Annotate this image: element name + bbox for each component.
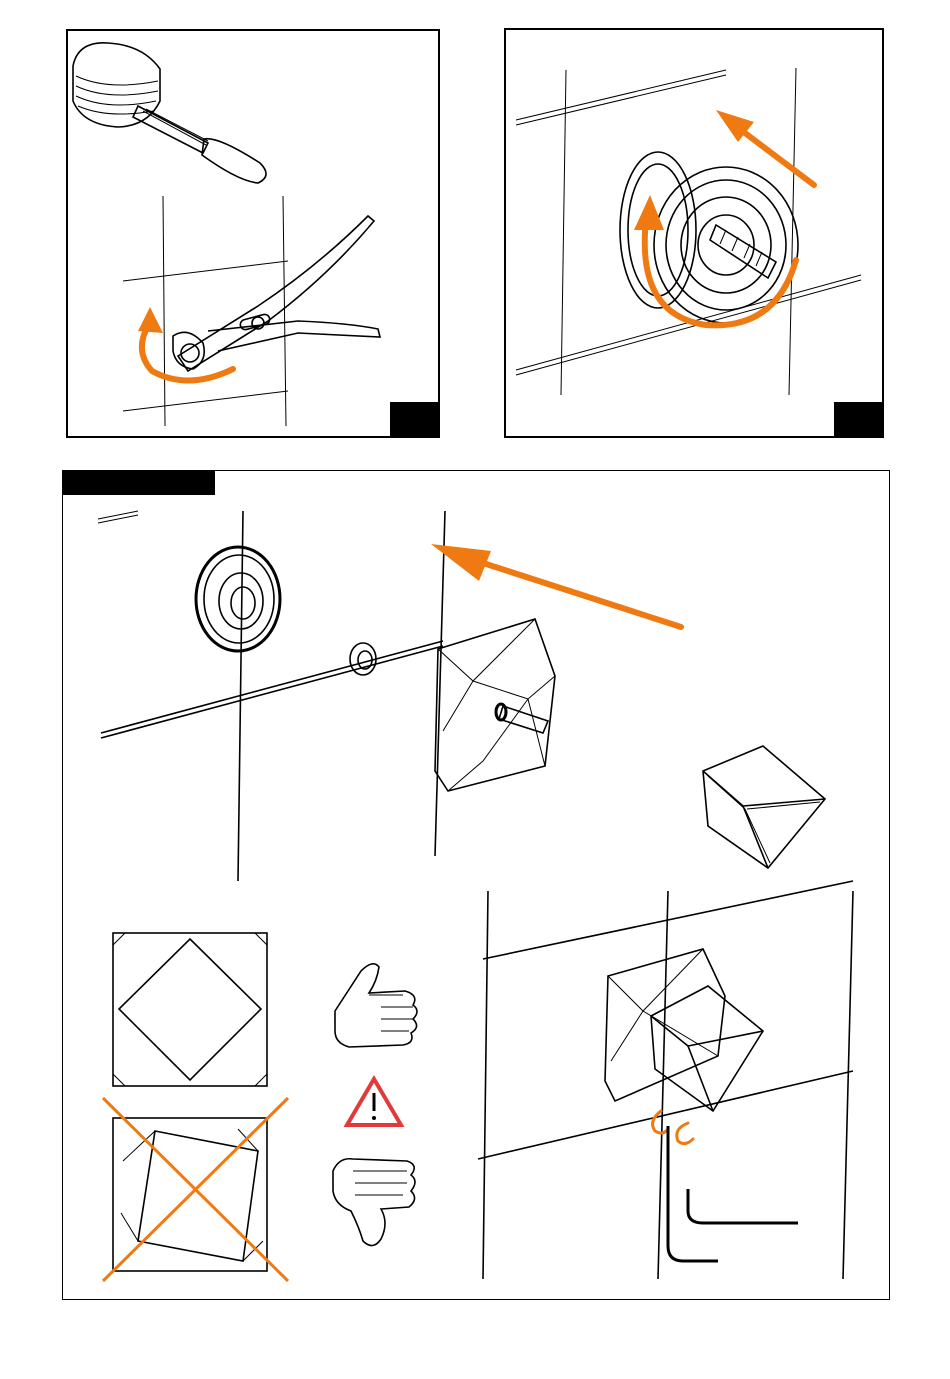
step-number-box <box>390 402 438 436</box>
pliers-illustration <box>68 31 442 440</box>
cover-plate-part <box>435 619 555 791</box>
assembled-cube-handle <box>651 986 763 1111</box>
step-panel-2 <box>504 28 884 438</box>
allen-key-icon <box>668 1126 798 1261</box>
pliers-icon <box>173 216 380 371</box>
thumbs-down-icon <box>333 1159 415 1246</box>
file-tool-icon <box>73 43 266 183</box>
cube-handle-part <box>703 746 825 868</box>
direction-arrow-icon <box>431 544 681 627</box>
thumbs-up-icon <box>335 964 417 1047</box>
warning-triangle-icon <box>347 1079 401 1125</box>
cover-installation-illustration <box>63 471 891 1301</box>
step-panel-1 <box>66 29 440 438</box>
direction-arrow-icon <box>716 110 814 185</box>
correct-alignment-diagram <box>113 933 267 1086</box>
step-panel-3 <box>62 470 890 1300</box>
step-number-box <box>834 402 882 436</box>
shower-arm-illustration <box>506 30 886 440</box>
rosette-part <box>196 547 280 651</box>
incorrect-alignment-diagram <box>103 1098 288 1281</box>
cross-mark-icon <box>103 1098 288 1281</box>
rotate-arrow-icon <box>138 307 233 381</box>
